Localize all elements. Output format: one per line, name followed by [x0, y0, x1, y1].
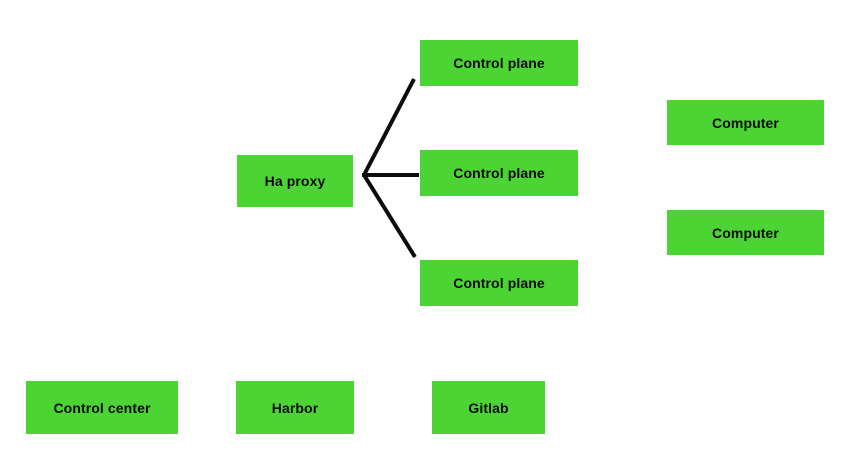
node-label-computer-1: Computer: [712, 114, 779, 131]
node-label-gitlab: Gitlab: [468, 399, 509, 416]
node-control-center[interactable]: Control center: [26, 381, 178, 434]
node-computer-1[interactable]: Computer: [667, 100, 824, 145]
node-label-control-plane-1: Control plane: [453, 55, 545, 71]
node-label-harbor: Harbor: [271, 399, 319, 416]
node-control-plane-2[interactable]: Control plane: [420, 150, 578, 196]
node-control-plane-3[interactable]: Control plane: [420, 260, 578, 306]
connector-ha-proxy-to-control-plane-3: [362, 173, 417, 259]
connector-ha-proxy-to-control-plane-1: [362, 78, 416, 176]
node-computer-2[interactable]: Computer: [667, 210, 824, 255]
node-control-plane-1[interactable]: Control plane: [420, 40, 578, 86]
node-label-control-plane-2: Control plane: [453, 165, 545, 181]
node-label-computer-2: Computer: [712, 224, 779, 241]
node-gitlab[interactable]: Gitlab: [432, 381, 545, 434]
node-label-control-plane-3: Control plane: [453, 275, 545, 291]
node-label-control-center: Control center: [53, 399, 151, 416]
node-ha-proxy[interactable]: Ha proxy: [237, 155, 353, 207]
node-label-ha-proxy: Ha proxy: [264, 173, 326, 189]
node-harbor[interactable]: Harbor: [236, 381, 354, 434]
